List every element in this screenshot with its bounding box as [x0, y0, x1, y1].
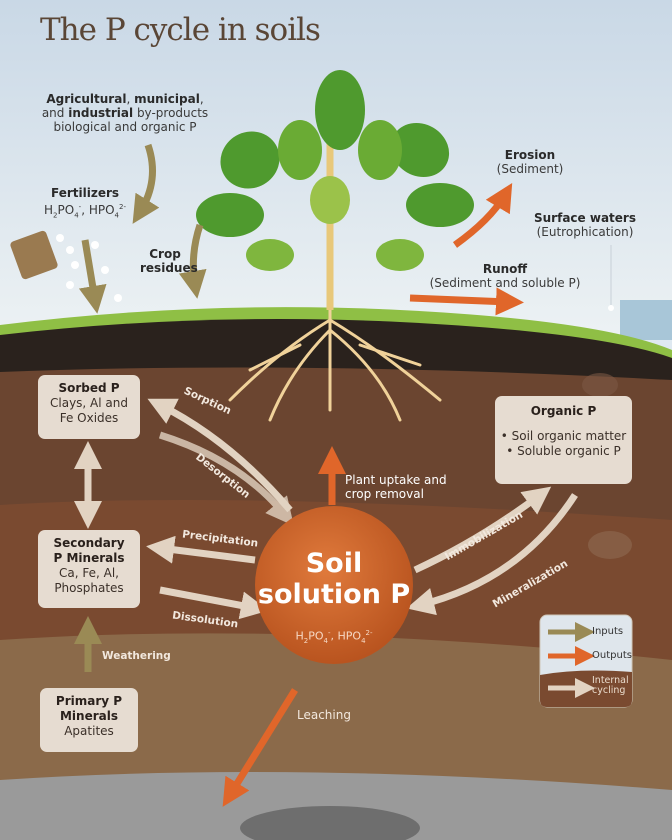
f: 4 — [361, 636, 366, 645]
leaching-label: Leaching — [297, 708, 351, 722]
legend-inputs: Inputs — [592, 626, 624, 637]
f: 2- — [119, 203, 126, 211]
title: Organic P — [530, 404, 597, 418]
l: (Sediment and soluble P) — [429, 276, 581, 290]
l: cycling — [592, 685, 626, 696]
f: 2 — [303, 636, 309, 645]
l: residues — [140, 261, 198, 275]
f: 4 — [74, 211, 79, 220]
text: by-products — [133, 106, 209, 120]
l: Erosion — [504, 148, 556, 162]
surface-waters-label: Surface waters(Eutrophication) — [530, 211, 640, 239]
byproducts-line3: biological and organic P — [53, 120, 197, 134]
title: P Minerals — [53, 551, 125, 565]
page-title: The P cycle in soils — [40, 12, 321, 48]
soil-solution-formula: H2PO4-, HPO42- — [255, 626, 413, 648]
sep: , — [199, 92, 204, 106]
f: - — [78, 203, 82, 211]
title: Minerals — [59, 709, 118, 723]
f: H — [44, 203, 54, 217]
l: • Soluble organic P — [506, 444, 621, 458]
l: Plant uptake and — [345, 473, 447, 487]
f: PO — [57, 203, 75, 217]
title: Sorbed P — [58, 381, 120, 395]
l: Soil — [305, 548, 363, 579]
f: , HPO — [330, 629, 362, 643]
l: Crop — [149, 247, 181, 261]
legend-outputs: Outputs — [592, 650, 632, 661]
l: Clays, Al and — [50, 396, 128, 410]
organic-p-box: Organic P • Soil organic matter• Soluble … — [495, 396, 632, 484]
f: - — [327, 629, 331, 637]
byproducts-agricultural: Agricultural — [46, 92, 127, 106]
l: • Soil organic matter — [500, 429, 627, 443]
weathering-label: Weathering — [102, 650, 171, 662]
f: PO — [308, 629, 324, 643]
f: , HPO — [81, 203, 115, 217]
runoff-label: Runoff(Sediment and soluble P) — [425, 262, 585, 290]
text: and — [41, 106, 69, 120]
l: Surface waters — [534, 211, 636, 225]
l: (Eutrophication) — [536, 225, 634, 239]
l: Internal — [592, 675, 629, 686]
l: Ca, Fe, Al, — [59, 566, 119, 580]
l: Phosphates — [54, 581, 124, 595]
byproducts-industrial: industrial — [68, 106, 134, 120]
f: H — [295, 629, 304, 643]
l: Runoff — [482, 262, 528, 276]
f: 4 — [114, 211, 119, 220]
l: (Sediment) — [496, 162, 564, 176]
fertilizers-label: Fertilizers H2PO4-, HPO42- — [30, 186, 140, 222]
f: 2 — [53, 211, 58, 220]
f: 2- — [365, 629, 373, 637]
fertilizers-title: Fertilizers — [50, 186, 120, 200]
erosion-label: Erosion(Sediment) — [480, 148, 580, 176]
title: Primary P — [55, 694, 123, 708]
title: Secondary — [53, 536, 125, 550]
l: Apatites — [64, 724, 114, 738]
f: 4 — [323, 636, 328, 645]
byproducts-municipal: municipal — [134, 92, 200, 106]
byproducts-label: Agricultural, municipal, and industrial … — [35, 92, 215, 134]
sep: , — [126, 92, 135, 106]
fertilizers-formula: H2PO4-, HPO42- — [30, 200, 140, 222]
l: crop removal — [345, 487, 424, 501]
l: Fe Oxides — [59, 411, 119, 425]
l: solution P — [257, 579, 411, 610]
